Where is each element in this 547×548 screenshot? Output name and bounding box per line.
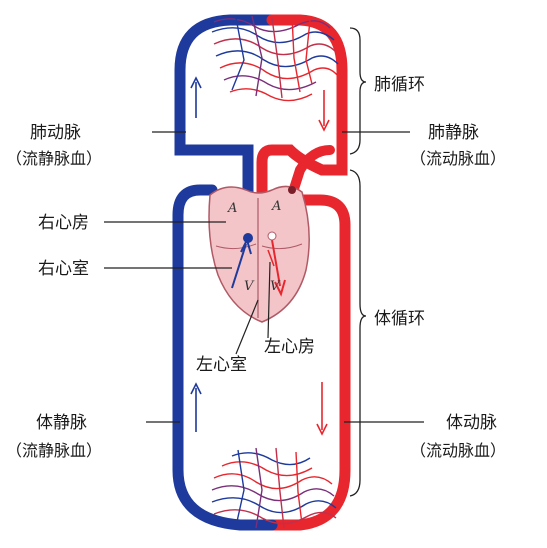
systemic-bracket xyxy=(349,169,367,497)
label-pulmonary-vein: 肺静脉 xyxy=(428,123,479,143)
pulmonary-bracket xyxy=(349,27,367,155)
label-pulmonary-artery: 肺动脉 xyxy=(30,123,81,143)
chamber-right-atrium: A xyxy=(227,201,237,216)
label-pulmonary-artery-note: （流静脉血） xyxy=(6,149,102,168)
label-systemic-circulation: 体循环 xyxy=(374,309,425,329)
body-capillaries xyxy=(211,447,337,529)
lung-capillaries xyxy=(211,15,339,102)
heart: A A V V xyxy=(208,185,310,323)
heart-body xyxy=(208,185,310,323)
label-pulmonary-circulation: 肺循环 xyxy=(374,75,425,95)
vena-cava-vessel xyxy=(172,184,278,531)
label-aorta-note: （流动脉血） xyxy=(410,441,506,460)
chamber-right-ventricle: V xyxy=(244,279,255,294)
label-right-ventricle: 右心室 xyxy=(38,259,89,279)
aorta-vessel xyxy=(266,194,351,531)
label-right-atrium: 右心房 xyxy=(38,213,89,233)
label-aorta: 体动脉 xyxy=(446,413,497,433)
pulmonary-vein-vessel xyxy=(256,14,348,216)
label-left-ventricle: 左心室 xyxy=(196,355,247,375)
flow-arrows xyxy=(190,76,330,436)
leader-lines xyxy=(104,131,424,423)
pulmonary-vein-branch xyxy=(287,145,335,200)
chamber-left-atrium: A xyxy=(271,199,281,214)
label-pulmonary-vein-note: （流动脉血） xyxy=(410,149,506,168)
chamber-left-ventricle: V xyxy=(270,279,281,294)
label-vena-cava: 体静脉 xyxy=(36,413,87,433)
label-vena-cava-note: （流静脉血） xyxy=(6,441,102,460)
pulmonary-artery-vessel xyxy=(174,14,278,214)
label-left-atrium: 左心房 xyxy=(264,337,315,357)
